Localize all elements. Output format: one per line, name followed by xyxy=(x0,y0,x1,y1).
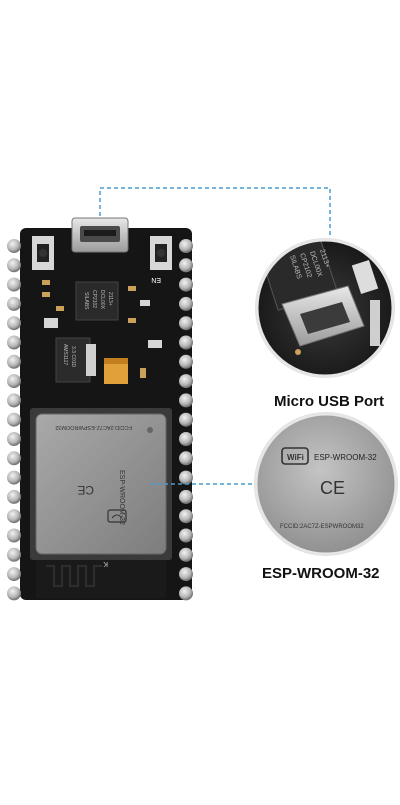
esp-module: FCCID:2AC7Z-ESPWROOM32 CE ESP-WROOM-32 xyxy=(30,408,172,560)
smd-components xyxy=(42,280,162,378)
header-pin xyxy=(7,412,21,427)
en-button-label: EN xyxy=(151,276,161,283)
zoom-module-name: ESP-WROOM-32 xyxy=(314,453,377,462)
module-fcc-text: FCCID:2AC7Z-ESPWROOM32 xyxy=(55,424,132,430)
header-pin xyxy=(7,239,21,253)
header-pin xyxy=(179,547,193,562)
zoom-ce-mark: CE xyxy=(320,478,345,498)
header-pin xyxy=(7,567,21,582)
en-button xyxy=(150,236,172,270)
svg-text:2113+: 2113+ xyxy=(107,292,113,306)
zoom-usb-circle: SILABS CP2102 DCL00X 2113+ xyxy=(255,238,395,378)
header-pin xyxy=(179,509,193,524)
micro-usb-label: Micro USB Port xyxy=(274,393,385,410)
usb-uart-chip: SILABS CP2102 DCL00X 2113+ xyxy=(75,281,119,321)
header-pin xyxy=(7,451,21,466)
header-pin xyxy=(7,258,21,273)
header-pin xyxy=(179,374,193,389)
voltage-regulator: AMS1117 3.3 C01D xyxy=(55,337,96,383)
header-pin xyxy=(179,354,193,369)
header-pin xyxy=(179,489,193,504)
header-pin xyxy=(7,470,21,485)
header-pin xyxy=(7,374,21,389)
callout-line-usb xyxy=(99,187,331,236)
boot-button xyxy=(32,236,54,270)
zoom-wifi-logo xyxy=(281,447,309,465)
header-pin xyxy=(179,567,193,582)
header-pin xyxy=(7,432,21,446)
boot-button-label: IO0 xyxy=(30,214,41,221)
svg-text:SILABS: SILABS xyxy=(83,292,89,310)
header-pin xyxy=(7,547,21,562)
header-pin xyxy=(179,432,193,446)
header-pin xyxy=(179,316,193,331)
header-pin xyxy=(7,277,21,292)
module-ce-mark: CE xyxy=(77,483,94,497)
header-pin xyxy=(179,258,193,273)
header-pin xyxy=(7,316,21,331)
svg-text:AMS1117: AMS1117 xyxy=(62,344,68,365)
header-pins-right xyxy=(179,239,193,601)
header-pin xyxy=(7,393,21,408)
antenna-mark: K xyxy=(103,560,108,567)
header-pin xyxy=(179,335,193,350)
header-pin xyxy=(179,296,193,311)
header-pin xyxy=(179,586,193,601)
esp-wroom-label: ESP-WROOM-32 xyxy=(262,565,380,582)
header-pin xyxy=(179,412,193,427)
zoom-module-circle: WiFi ESP-WROOM-32 CE FCCID:2AC7Z-ESPWROO… xyxy=(254,412,398,556)
header-pins-left xyxy=(7,239,21,601)
antenna-area: K xyxy=(36,560,166,598)
header-pin xyxy=(7,354,21,369)
header-pin xyxy=(7,335,21,350)
header-pin xyxy=(179,277,193,292)
module-name-text: ESP-WROOM-32 xyxy=(118,470,125,525)
svg-text:CP2102: CP2102 xyxy=(91,290,97,308)
header-pin xyxy=(7,509,21,524)
header-pin xyxy=(179,470,193,485)
header-pin xyxy=(7,528,21,543)
zoom-fcc-text: FCCID:2AC7Z-ESPWROOM32 xyxy=(280,524,364,530)
svg-text:WiFi: WiFi xyxy=(287,453,304,462)
header-pin xyxy=(7,296,21,311)
tantalum-capacitor xyxy=(104,358,128,384)
svg-text:DCL00X: DCL00X xyxy=(99,290,105,310)
svg-text:3.3 C01D: 3.3 C01D xyxy=(70,346,76,368)
header-pin xyxy=(7,489,21,504)
header-pin xyxy=(179,393,193,408)
micro-usb-port xyxy=(71,217,129,253)
header-pin xyxy=(7,586,21,601)
header-pin xyxy=(179,239,193,253)
header-pin xyxy=(179,451,193,466)
header-pin xyxy=(179,528,193,543)
